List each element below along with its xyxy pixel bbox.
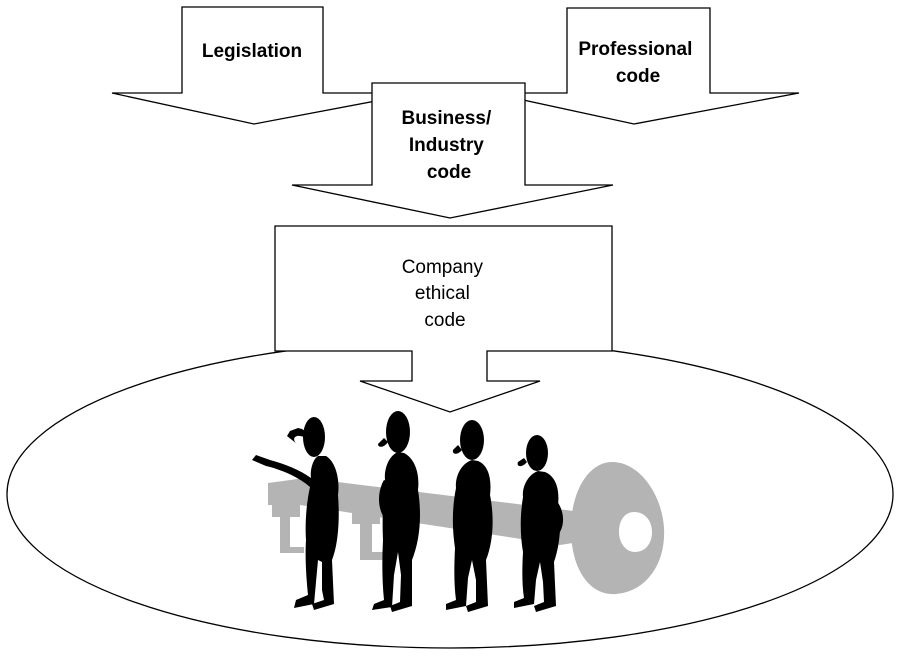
company-ethical-code-arrow (274, 225, 613, 413)
legislation-label: Legislation (202, 41, 302, 62)
business-industry-code-label: Business/ Industry code (401, 108, 496, 183)
company-line-3: code (424, 310, 465, 331)
people-carrying-key-illustration (252, 411, 665, 612)
person-1-figure (252, 417, 339, 610)
professional-line-1: Professional (578, 39, 692, 60)
company-ethical-code-label: Company ethical code (402, 257, 489, 331)
legislation-line-1: Legislation (202, 41, 302, 62)
business-line-1: Business/ (401, 108, 491, 129)
professional-code-arrow (490, 7, 800, 125)
person-2-figure (372, 411, 420, 612)
business-industry-code-arrow (291, 82, 614, 219)
legislation-arrow (111, 6, 419, 125)
professional-code-label: Professional code (578, 39, 697, 87)
company-line-1: Company (402, 257, 484, 278)
person-3-figure (446, 420, 493, 612)
business-line-2: Industry (409, 135, 484, 156)
business-line-3: code (427, 162, 471, 183)
company-line-2: ethical (415, 283, 470, 304)
key-icon (268, 462, 665, 595)
person-4-figure (514, 435, 564, 612)
professional-line-2: code (616, 66, 660, 87)
